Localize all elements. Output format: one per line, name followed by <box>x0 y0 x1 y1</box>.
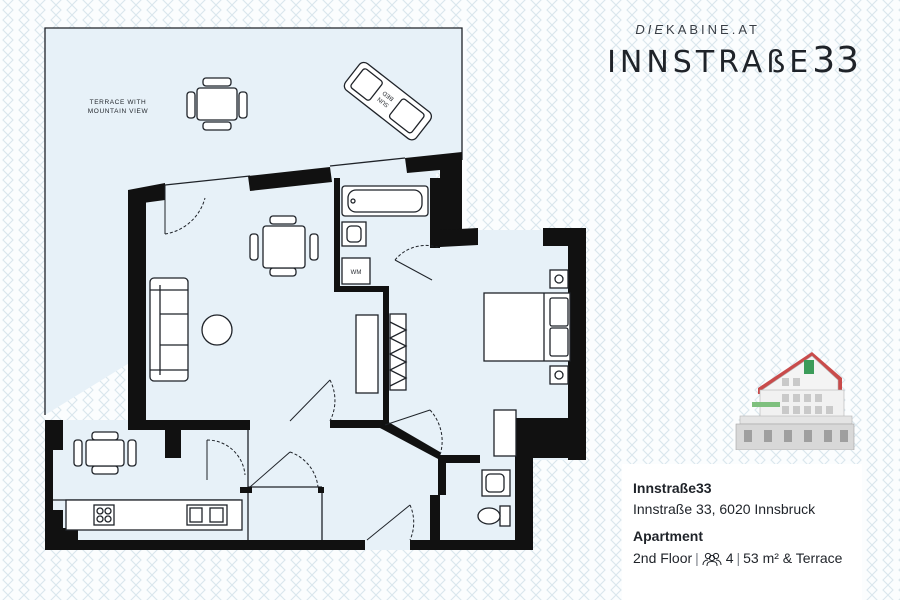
info-address: Innstraße 33, 6020 Innsbruck <box>633 501 816 517</box>
kitchen-dining-set <box>73 431 137 475</box>
double-bed <box>483 269 571 385</box>
washing-machine-label: WM <box>351 270 362 276</box>
sofa <box>149 277 189 382</box>
doors <box>164 185 443 541</box>
info-type: Apartment <box>633 528 704 544</box>
info-title: Innstraße33 <box>633 480 712 496</box>
bathroom-sink <box>341 221 367 247</box>
brand-title-number: 33 <box>812 40 860 81</box>
brand-site-suffix: KABINE.AT <box>666 22 760 37</box>
info-guests: 4 <box>725 550 734 566</box>
bathtub <box>341 185 429 217</box>
washing-machine: WM <box>341 257 371 285</box>
info-floor: 2nd Floor <box>633 550 693 566</box>
wc-sink <box>481 469 511 497</box>
sun-bed: SUN BED <box>343 61 433 141</box>
coffee-table <box>201 314 233 346</box>
brand-site-prefix: DIE <box>635 22 667 37</box>
wc <box>440 455 515 545</box>
dresser <box>493 409 517 457</box>
apartment-info-card: Innstraße33 Innstraße 33, 6020 Innsbruck… <box>622 464 862 600</box>
terrace-label-2: MOUNTAIN VIEW <box>88 108 149 115</box>
brand-site: DIEKABINE.AT <box>607 22 760 37</box>
tv-sideboard <box>355 314 379 394</box>
brand-logo: DIEKABINE.AT INNSTRAßE33 <box>607 22 860 79</box>
info-size: 53 m² & Terrace <box>743 550 843 566</box>
furniture: SUN BED <box>65 61 571 531</box>
info-details: 2nd Floor| 4|53 m² & Terrace <box>633 550 843 567</box>
brand-title-text: INNSTRAßE <box>607 45 813 80</box>
living-dining-set <box>249 215 319 277</box>
terrace-dining-set <box>186 77 248 131</box>
brand-title: INNSTRAßE33 <box>607 43 860 79</box>
wardrobe <box>388 313 408 391</box>
toilet <box>477 505 511 527</box>
terrace-label: TERRACE WITH <box>90 99 147 106</box>
walls <box>45 152 586 550</box>
building-illustration <box>735 352 855 450</box>
people-icon <box>702 552 722 567</box>
kitchen-counter <box>65 499 243 531</box>
